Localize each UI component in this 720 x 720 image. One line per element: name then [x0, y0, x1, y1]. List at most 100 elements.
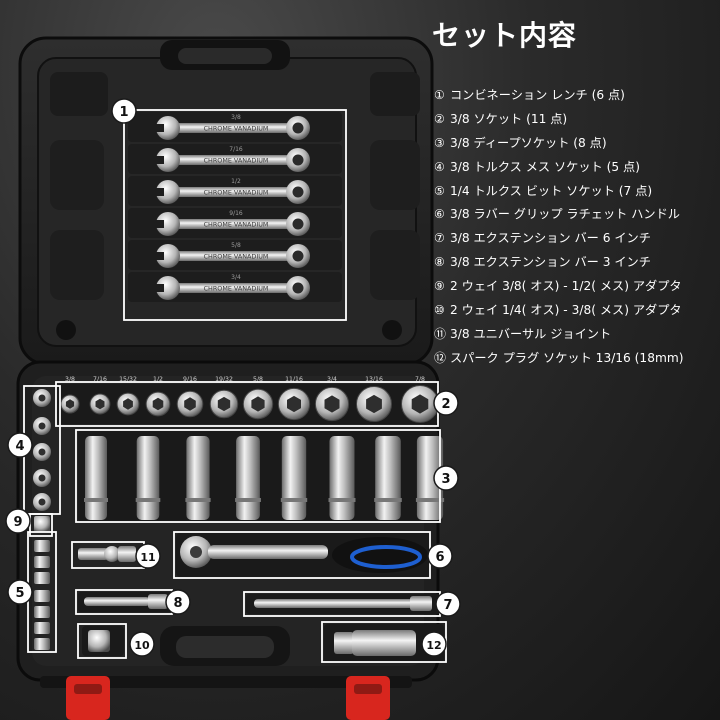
contents-item-number: ⑦ — [434, 231, 445, 246]
deep-socket-ring — [415, 498, 445, 502]
callout-number: 6 — [435, 550, 444, 565]
universal-joint — [78, 546, 136, 562]
socket-size-label: 7/8 — [415, 376, 425, 383]
wrench-open-end — [156, 276, 180, 300]
deep-socket — [186, 436, 210, 520]
callout-number: 12 — [426, 639, 441, 652]
callout-number: 4 — [15, 439, 24, 454]
torx-bit — [34, 638, 50, 650]
torx-female-sockets — [33, 389, 51, 511]
contents-item-number: ③ — [434, 135, 445, 150]
callout-box — [123, 109, 347, 321]
torx-bit-sockets — [34, 540, 50, 650]
socket-hex — [251, 396, 265, 412]
wrench-shaft — [176, 251, 294, 261]
contents-item-number: ② — [434, 111, 445, 126]
wrench-stamp: CHROME VANADIUM — [204, 285, 269, 293]
wrench-box-hole — [292, 282, 304, 294]
wrench-stamp: CHROME VANADIUM — [204, 157, 269, 165]
callout-badge — [435, 591, 461, 617]
callout-number: 3 — [441, 472, 450, 487]
socket-size-label: 7/16 — [93, 376, 107, 383]
wrench-open-end — [156, 212, 180, 236]
socket-hex — [217, 396, 231, 412]
callout-badge — [7, 579, 33, 605]
deep-socket — [85, 436, 107, 520]
joint-socket — [118, 546, 136, 562]
wrench-box-hole — [292, 154, 304, 166]
callout-badge — [165, 589, 191, 615]
deep-sockets — [78, 430, 445, 522]
socket-size-label: 9/16 — [183, 376, 197, 383]
torx-socket-hole — [38, 448, 46, 456]
callout-number: 10 — [134, 639, 150, 652]
callout-number: 8 — [173, 596, 182, 611]
wrench-stamp: CHROME VANADIUM — [204, 221, 269, 229]
right-latch[interactable] — [346, 676, 390, 720]
wrench-stamp: CHROME VANADIUM — [204, 125, 269, 133]
wrench-size-label: 1/2 — [231, 178, 241, 185]
ratchet-shaft — [208, 545, 328, 559]
adapter-1-4-to-3-8 — [88, 630, 110, 652]
callout-badge — [433, 465, 459, 491]
ratchet-grip-accent — [350, 545, 422, 569]
deep-socket — [281, 436, 307, 520]
deep-socket — [375, 436, 401, 520]
callout-badge — [129, 631, 155, 657]
wrench-size-label: 3/8 — [231, 114, 241, 121]
wrench: CHROME VANADIUM 9/16 — [128, 208, 342, 238]
contents-item-label: 3/8 ディープソケット (8 点) — [450, 135, 607, 150]
deep-socket-ring — [84, 498, 108, 502]
contents-item-label: 3/8 トルクス メス ソケット (5 点) — [450, 159, 640, 174]
contents-item-label: 3/8 エクステンション バー 6 インチ — [450, 231, 651, 246]
wrench-box-hole — [292, 250, 304, 262]
contents-item: ② 3/8 ソケット (11 点) — [434, 108, 718, 132]
deep-socket-ring — [280, 498, 308, 502]
wrench-jaw-gap — [152, 156, 164, 164]
socket-hex — [123, 398, 133, 410]
socket-hex — [65, 399, 75, 409]
contents-item-number: ① — [434, 88, 445, 102]
wrench-jaw-gap — [152, 252, 164, 260]
callout-badge — [5, 508, 31, 534]
ratchet-drive — [190, 546, 202, 558]
torx-socket-hole — [38, 498, 46, 506]
torx-bit — [34, 540, 50, 552]
callout-badge — [433, 390, 459, 416]
deep-socket-ring — [185, 498, 211, 502]
contents-item-label: 3/8 ソケット (11 点) — [450, 111, 568, 126]
wrench-stamp: CHROME VANADIUM — [204, 253, 269, 261]
wrench-size-label: 5/8 — [231, 242, 241, 249]
contents-item-label: 1/4 トルクス ビット ソケット (7 点) — [450, 183, 653, 198]
torx-bit — [34, 590, 50, 602]
socket-hex — [152, 397, 164, 411]
contents-item: ③ 3/8 ディープソケット (8 点) — [434, 132, 718, 156]
wrench-shaft — [176, 155, 294, 165]
wrench-jaw-gap — [152, 220, 164, 228]
socket-hex — [184, 397, 196, 411]
left-latch[interactable] — [66, 676, 110, 720]
wrench: CHROME VANADIUM 5/8 — [128, 240, 342, 270]
extension-bar-3in — [78, 592, 172, 612]
callout-badge — [427, 543, 453, 569]
callout-number: 1 — [119, 105, 128, 120]
deep-socket-ring — [328, 498, 356, 502]
contents-item-number: ⑥ — [434, 207, 445, 222]
case-latches — [66, 676, 390, 720]
torx-bit — [34, 556, 50, 568]
callout-badge — [7, 432, 33, 458]
socket-size-label: 13/16 — [365, 376, 383, 383]
wrench: CHROME VANADIUM 3/8 — [128, 112, 342, 142]
contents-item-label: スパーク プラグ ソケット 13/16 (18mm) — [450, 350, 684, 365]
wrench-shaft — [176, 187, 294, 197]
torx-socket-hole — [38, 422, 46, 430]
wrench-size-label: 9/16 — [229, 210, 243, 217]
torx-bit — [34, 606, 50, 618]
